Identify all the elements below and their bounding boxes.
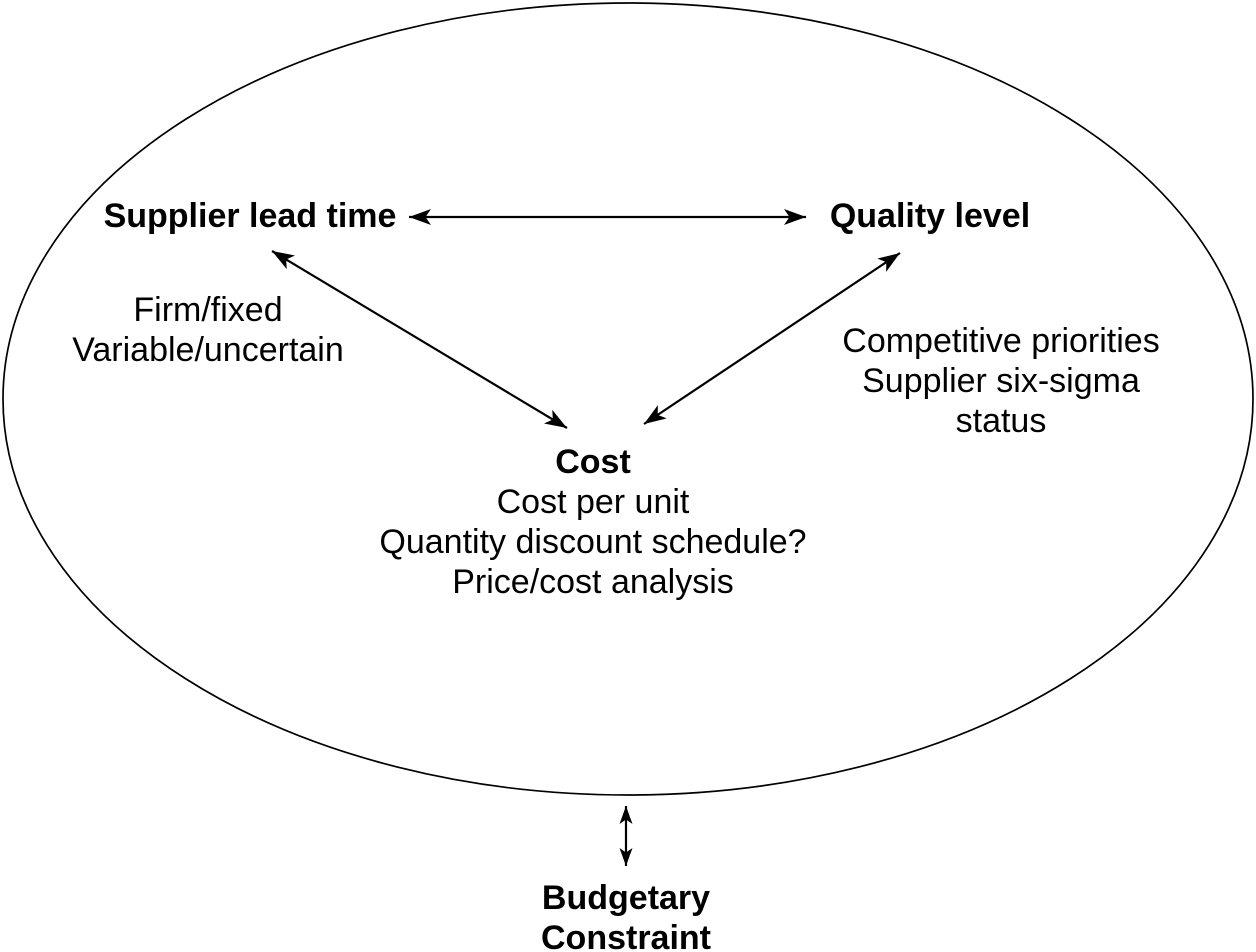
node-cost-block: Cost Cost per unit Quantity discount sch… bbox=[379, 442, 806, 602]
cost-detail-1: Cost per unit bbox=[496, 483, 690, 521]
leadtime-cost-arrow bbox=[271, 250, 568, 429]
annotation-leadtime-line-2: Variable/uncertain bbox=[72, 331, 344, 369]
cost-detail-3: Price/cost analysis bbox=[452, 563, 734, 601]
annotation-leadtime: Firm/fixed Variable/uncertain bbox=[72, 290, 344, 370]
annotation-quality-line-2: Supplier six-sigma bbox=[862, 362, 1140, 400]
annotation-leadtime-line-1: Firm/fixed bbox=[133, 291, 283, 329]
budgetary-constraint-line-2: Constraint bbox=[541, 919, 711, 952]
node-supplier-lead-time: Supplier lead time bbox=[103, 197, 397, 235]
node-cost-title: Cost bbox=[555, 443, 631, 481]
annotation-quality-line-3: status bbox=[955, 402, 1047, 440]
node-budgetary-constraint: Budgetary Constraint bbox=[541, 878, 711, 952]
annotation-quality-line-1: Competitive priorities bbox=[842, 322, 1160, 360]
budgetary-constraint-line-1: Budgetary bbox=[541, 879, 711, 917]
annotation-quality: Competitive priorities Supplier six-sigm… bbox=[842, 321, 1159, 441]
node-quality-level: Quality level bbox=[829, 197, 1031, 235]
quality-cost-arrow bbox=[643, 252, 901, 425]
system-boundary-ellipse bbox=[2, 2, 1254, 796]
cost-detail-2: Quantity discount schedule? bbox=[379, 523, 807, 561]
